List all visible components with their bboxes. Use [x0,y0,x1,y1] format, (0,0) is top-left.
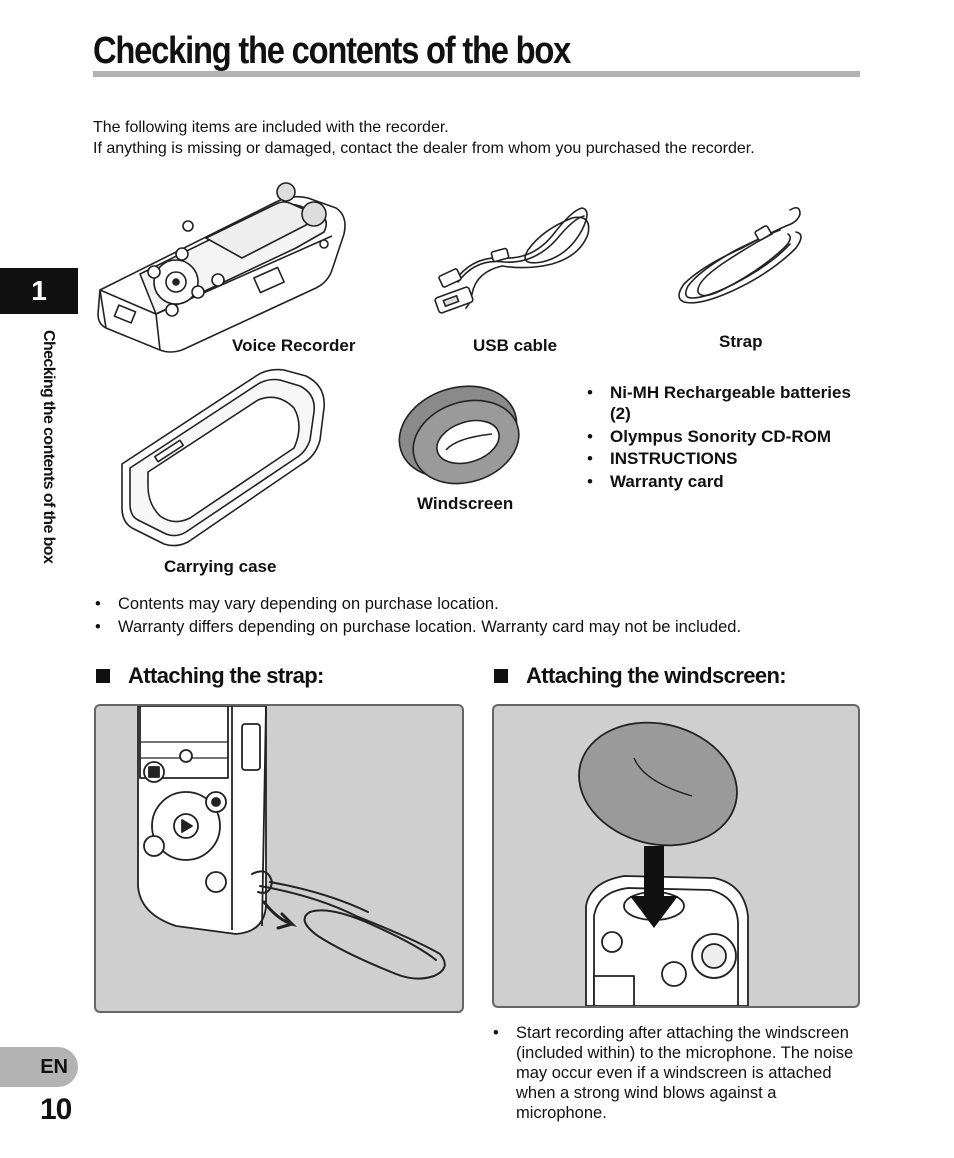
strap-caption: Strap [719,332,763,351]
included-items-list: Ni-MH Rechargeable batteries (2) Olympus… [585,382,865,493]
strap-attach-drawing [137,706,446,980]
usb-cable-caption: USB cable [473,336,558,355]
strap-heading-text: Attaching the strap: [128,663,324,688]
usb-cable-illustration [434,207,590,314]
language-badge: EN [0,1047,78,1087]
page-number: 10 [40,1093,72,1126]
contents-notes-list: Contents may vary depending on purchase … [93,593,741,639]
windscreen-illustration [398,385,520,485]
list-item: Contents may vary depending on purchase … [93,593,741,616]
windscreen-note-list: Start recording after attaching the wind… [491,1023,861,1123]
title-underline [93,71,860,77]
list-item: INSTRUCTIONS [585,448,865,469]
intro-line-2: If anything is missing or damaged, conta… [93,140,755,157]
intro-line-1: The following items are included with th… [93,119,449,136]
windscreen-section-heading: Attaching the windscreen: [494,663,787,689]
black-square-icon [494,669,508,683]
carrying-case-illustration [121,368,325,547]
attaching-windscreen-illustration [492,704,860,1008]
list-item: Warranty card [585,471,865,492]
list-item: Start recording after attaching the wind… [491,1023,861,1123]
list-item: Olympus Sonority CD-ROM [585,426,865,447]
windscreen-heading-text: Attaching the windscreen: [526,663,787,688]
strap-illustration [678,206,802,304]
side-running-title: Checking the contents of the box [40,330,57,564]
voice-recorder-illustration [97,182,346,353]
windscreen-attach-drawing [578,721,749,1006]
voice-recorder-caption: Voice Recorder [232,336,356,355]
intro-text: The following items are included with th… [93,117,755,159]
list-item: Warranty differs depending on purchase l… [93,616,741,639]
attaching-strap-illustration [94,704,464,1013]
page-title: Checking the contents of the box [93,30,571,72]
carrying-case-caption: Carrying case [164,557,277,576]
windscreen-caption: Windscreen [417,494,514,513]
strap-section-heading: Attaching the strap: [96,663,324,689]
black-square-icon [96,669,110,683]
chapter-number-tab: 1 [0,268,78,314]
list-item: Ni-MH Rechargeable batteries (2) [585,382,865,424]
